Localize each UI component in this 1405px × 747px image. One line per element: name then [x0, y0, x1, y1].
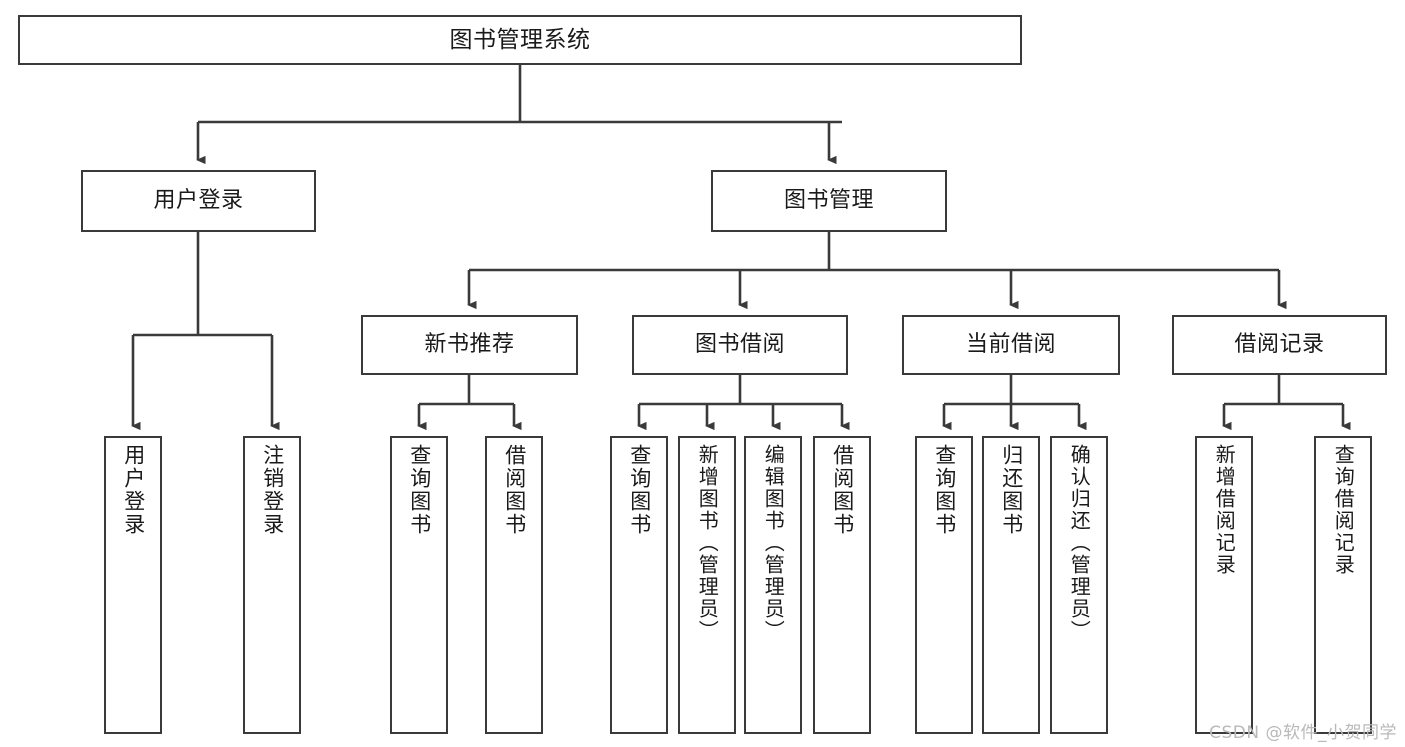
- leaf-confirm-return-admin[interactable]: 确认归还（管理员）: [1050, 436, 1108, 734]
- leaf-query-book-borrow[interactable]: 查询图书: [610, 436, 668, 734]
- node-label: 查询图书: [407, 444, 432, 536]
- node-label: 当前借阅: [965, 332, 1056, 357]
- node-borrow-record[interactable]: 借阅记录: [1172, 315, 1387, 375]
- node-label: 编辑图书（管理员）: [761, 444, 786, 642]
- node-label: 确认归还（管理员）: [1067, 444, 1092, 642]
- node-label: 新增图书（管理员）: [695, 444, 720, 642]
- node-label: 新增借阅记录: [1212, 444, 1237, 576]
- node-label: 图书管理: [783, 188, 874, 213]
- node-label: 借阅记录: [1234, 332, 1325, 357]
- node-label: 注销登录: [260, 444, 285, 536]
- node-label: 图书管理系统: [449, 26, 591, 53]
- node-label: 查询图书: [627, 444, 652, 536]
- leaf-edit-book-admin[interactable]: 编辑图书（管理员）: [744, 436, 802, 734]
- watermark: CSDN @软件_小贺同学: [1209, 723, 1397, 743]
- node-label: 归还图书: [999, 444, 1024, 536]
- node-label: 图书借阅: [694, 332, 785, 357]
- node-label: 新书推荐: [424, 332, 515, 357]
- leaf-query-borrow-record[interactable]: 查询借阅记录: [1314, 436, 1372, 734]
- leaf-logout[interactable]: 注销登录: [243, 436, 301, 734]
- node-label: 借阅图书: [502, 444, 527, 536]
- leaf-add-borrow-record[interactable]: 新增借阅记录: [1195, 436, 1253, 734]
- node-current-borrow[interactable]: 当前借阅: [902, 315, 1120, 375]
- node-label: 借阅图书: [830, 444, 855, 536]
- leaf-query-book-current[interactable]: 查询图书: [915, 436, 973, 734]
- node-label: 查询图书: [932, 444, 957, 536]
- node-label: 用户登录: [121, 444, 146, 536]
- leaf-borrow-book-new[interactable]: 借阅图书: [485, 436, 543, 734]
- node-book-borrow[interactable]: 图书借阅: [632, 315, 848, 375]
- node-label: 用户登录: [153, 188, 244, 213]
- leaf-query-book-new[interactable]: 查询图书: [390, 436, 448, 734]
- leaf-add-book-admin[interactable]: 新增图书（管理员）: [678, 436, 736, 734]
- leaf-borrow-book[interactable]: 借阅图书: [813, 436, 871, 734]
- leaf-user-login[interactable]: 用户登录: [104, 436, 162, 734]
- node-root-system[interactable]: 图书管理系统: [18, 15, 1022, 65]
- node-book-management[interactable]: 图书管理: [711, 170, 947, 232]
- node-label: 查询借阅记录: [1331, 444, 1356, 576]
- leaf-return-book[interactable]: 归还图书: [982, 436, 1040, 734]
- node-new-book-recommend[interactable]: 新书推荐: [361, 315, 578, 375]
- node-user-login[interactable]: 用户登录: [81, 170, 316, 232]
